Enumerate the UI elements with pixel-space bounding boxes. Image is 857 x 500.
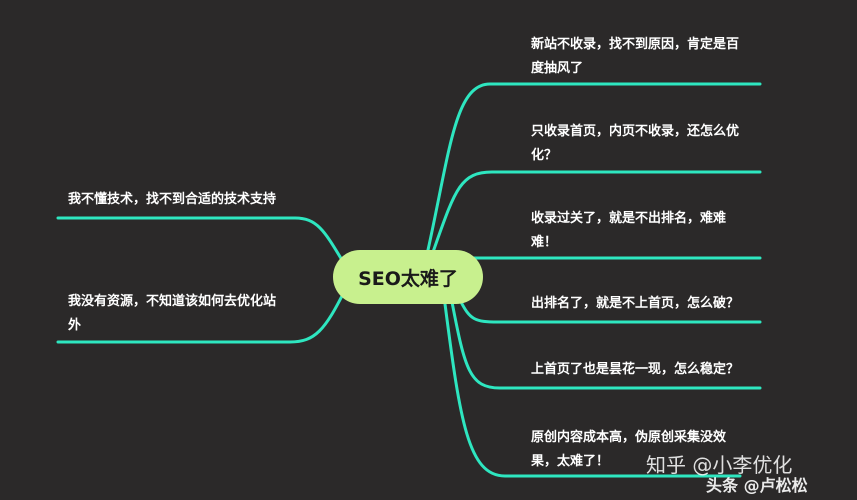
watermark-zhihu: 知乎 @小李优化 — [646, 453, 793, 477]
branch-left-1: 我不懂技术，找不到合适的技术支持 — [68, 192, 277, 207]
branch-left-2: 我没有资源，不知道该如何去优化站外 — [68, 294, 277, 333]
center-node: SEO太难了 — [333, 250, 483, 304]
branch-right-5: 上首页了也是昙花一现，怎么稳定？ — [531, 362, 740, 377]
branch-right-2: 只收录首页，内页不收录，还怎么优化？ — [531, 124, 740, 163]
connector-right-6 — [443, 302, 742, 478]
branch-right-4: 出排名了，就是不上首页，怎么破？ — [531, 296, 740, 311]
connector-right-3 — [438, 254, 762, 260]
branch-right-6: 原创内容成本高，伪原创采集没效果，太难了！ — [531, 430, 727, 469]
connector-left-2 — [56, 288, 347, 344]
connector-right-2 — [431, 170, 762, 254]
connector-right-4 — [458, 298, 762, 324]
center-node-label: SEO太难了 — [358, 267, 458, 290]
branch-right-3: 收录过关了，就是不出排名，难难难！ — [531, 211, 727, 250]
connector-right-1 — [426, 82, 762, 252]
branch-right-1: 新站不收录，找不到原因，肯定是百度抽风了 — [531, 37, 740, 76]
connector-right-5 — [450, 300, 762, 390]
connector-left-1 — [56, 216, 347, 267]
watermark-toutiao: 头条 @卢松松 — [706, 476, 808, 495]
